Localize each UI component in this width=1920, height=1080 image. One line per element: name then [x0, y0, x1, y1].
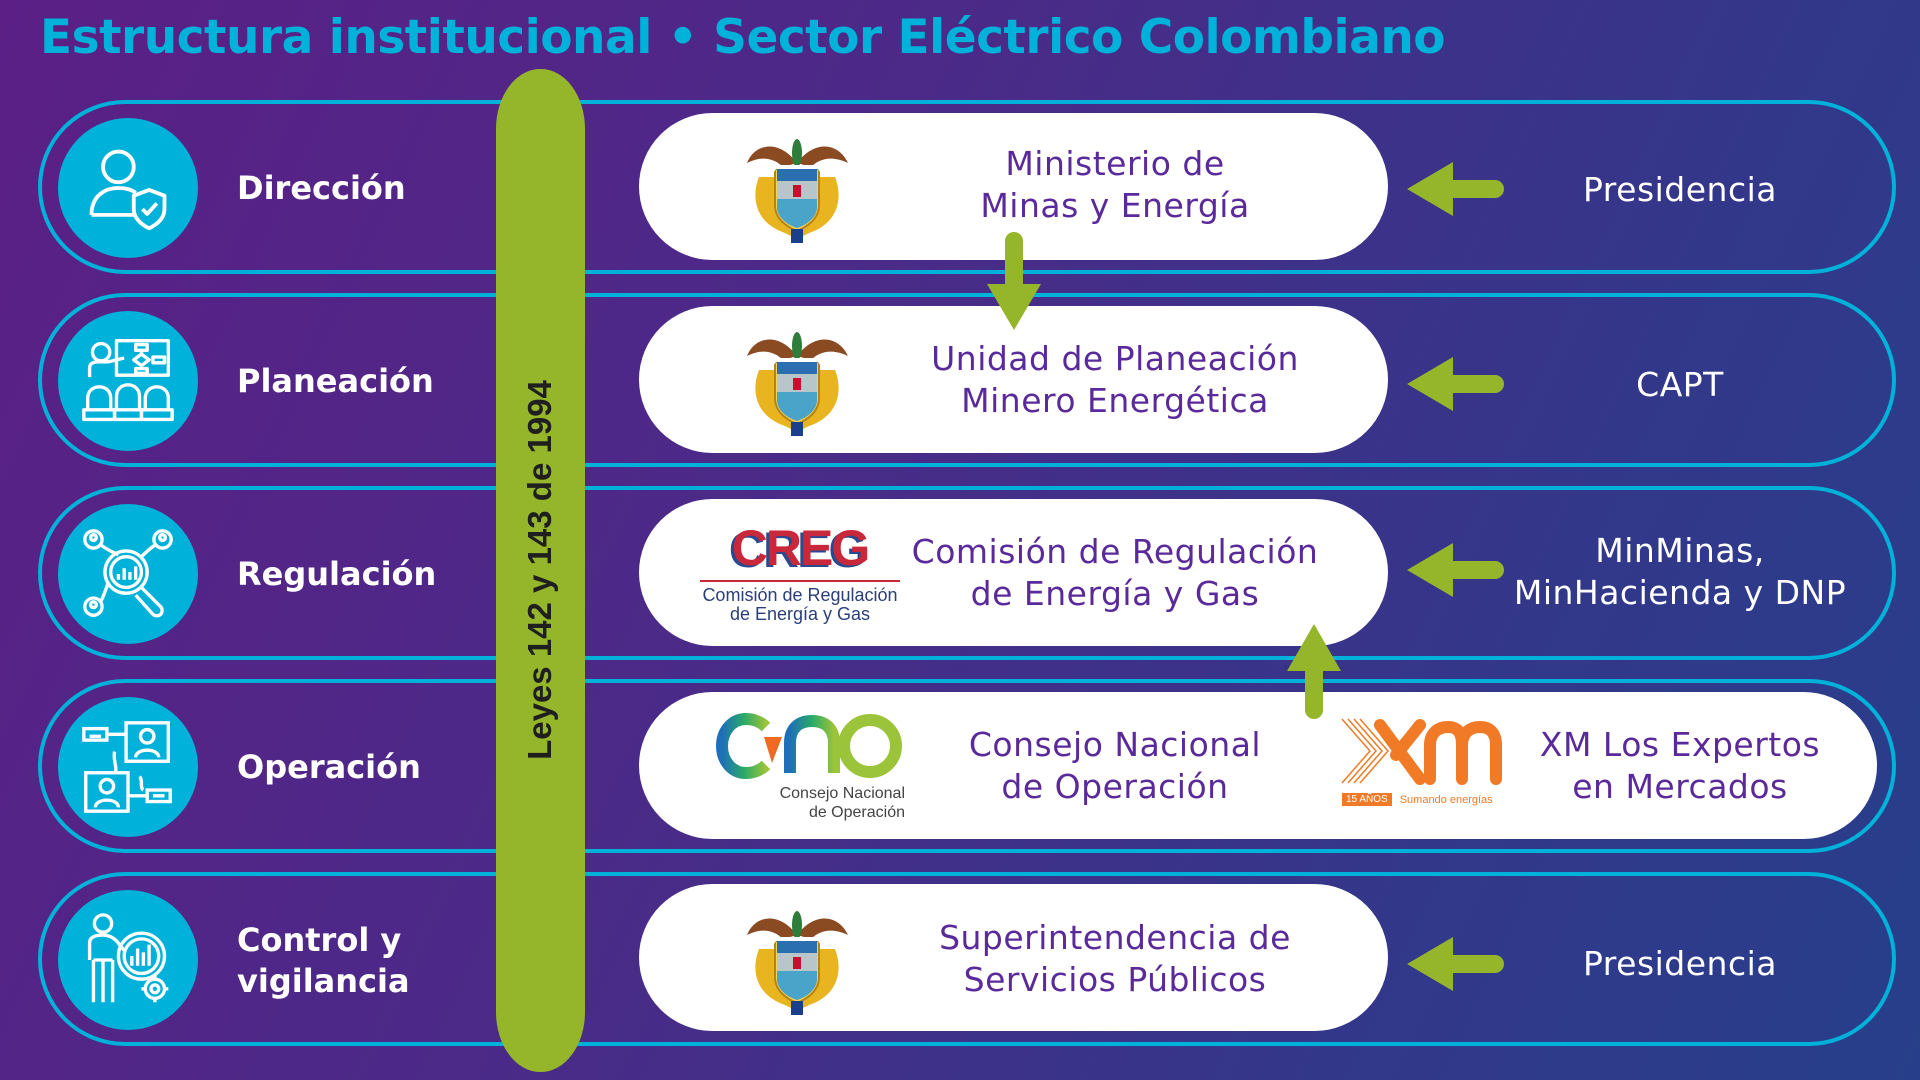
entity-name-minenergia: Ministerio de Minas y Energía — [880, 143, 1350, 227]
category-label-operacion: Operación — [237, 748, 421, 786]
arrow-left-icon — [1407, 162, 1504, 216]
arrow-up-icon — [1287, 624, 1341, 719]
category-label-line1: Control y — [237, 921, 402, 959]
law-bar — [496, 69, 585, 1072]
category-label-direccion: Dirección — [237, 169, 406, 207]
entity-name-line1: XM Los Expertos — [1539, 725, 1821, 764]
entity-name-superservicios: Superintendencia de Servicios Públicos — [880, 917, 1350, 1001]
xm-logo-tagline: Sumando energías — [1399, 793, 1493, 806]
arrow-left-icon — [1407, 543, 1504, 597]
entity-name-line2: Minero Energética — [961, 381, 1269, 420]
page-title: Estructura institucional • Sector Eléctr… — [40, 10, 1446, 65]
entity-name-line1: Comisión de Regulación — [911, 532, 1319, 571]
law-bar-label: Leyes 142 y 143 de 1994 — [521, 380, 558, 760]
entity-name-cno: Consejo Nacional de Operación — [915, 724, 1315, 808]
colombia-coat-of-arms-icon — [747, 332, 848, 436]
inspector-chart-icon — [58, 890, 198, 1030]
arrow-down-icon — [987, 232, 1041, 330]
creg-logo-caption: Comisión de Regulación — [702, 585, 898, 605]
colombia-coat-of-arms-icon — [747, 911, 848, 1015]
cno-logo-caption: Consejo Nacional de Operación — [760, 784, 905, 822]
arrow-left-icon — [1407, 357, 1504, 411]
reports-to-direccion: Presidencia — [1582, 170, 1778, 209]
entity-name-line2: en Mercados — [1572, 767, 1788, 806]
creg-logo-text: CREG — [731, 520, 870, 576]
row-control — [38, 872, 1896, 1046]
entity-name-line1: Ministerio de — [1005, 144, 1225, 183]
entity-name-line1: Unidad de Planeación — [931, 339, 1299, 378]
category-label-regulacion: Regulación — [237, 555, 437, 593]
colombia-coat-of-arms-icon — [747, 139, 848, 243]
entity-name-creg: Comisión de Regulación de Energía y Gas — [900, 531, 1330, 615]
reports-to-line2: MinHacienda y DNP — [1513, 573, 1847, 612]
cno-logo-caption-line2: de Operación — [808, 804, 905, 821]
cno-logo-icon — [716, 713, 902, 779]
reports-to-regulacion: MinMinas, MinHacienda y DNP — [1490, 530, 1870, 614]
network-operation-icon — [58, 697, 198, 837]
category-label-planeacion: Planeación — [237, 362, 434, 400]
row-operacion — [38, 679, 1896, 853]
cno-logo-caption-line1: Consejo Nacional — [779, 785, 905, 802]
person-shield-icon — [58, 118, 198, 258]
row-regulacion — [38, 486, 1896, 660]
entity-name-line1: Consejo Nacional — [968, 725, 1262, 764]
entity-name-line2: de Operación — [1001, 767, 1229, 806]
entity-name-line2: Minas y Energía — [980, 186, 1250, 225]
creg-logo-caption: de Energía y Gas — [729, 604, 871, 624]
reports-to-planeacion: CAPT — [1636, 365, 1724, 404]
category-label-control: Control y vigilancia — [237, 920, 410, 1002]
entity-pill-creg — [639, 499, 1388, 646]
creg-logo: CREG Comisión de Regulación de Energía y… — [700, 522, 900, 624]
xm-logo-badge: 15 AÑOS — [1342, 793, 1392, 806]
xm-logo-caption: 15 AÑOS Sumando energías — [1342, 793, 1493, 806]
entity-name-xm: XM Los Expertos en Mercados — [1520, 724, 1840, 808]
entity-name-line1: Superintendencia de — [939, 918, 1291, 957]
row-planeacion — [38, 293, 1896, 467]
entity-name-upme: Unidad de Planeación Minero Energética — [880, 338, 1350, 422]
entity-name-line2: Servicios Públicos — [963, 960, 1267, 999]
row-direccion — [38, 100, 1896, 274]
reports-to-control: Presidencia — [1582, 944, 1778, 983]
presentation-planning-icon — [58, 311, 198, 451]
xm-logo-icon — [1341, 718, 1502, 785]
entity-name-line2: de Energía y Gas — [970, 574, 1260, 613]
reports-to-line1: MinMinas, — [1595, 531, 1765, 570]
analysis-magnifier-icon — [58, 504, 198, 644]
arrow-left-icon — [1407, 937, 1504, 991]
category-label-line2: vigilancia — [237, 962, 410, 1000]
